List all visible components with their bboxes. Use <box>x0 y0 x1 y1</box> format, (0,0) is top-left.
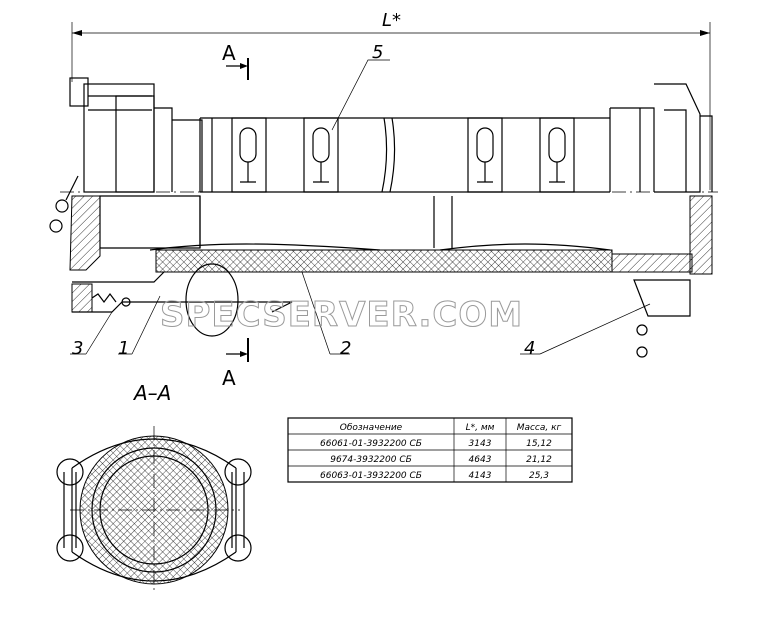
section-mark-bottom: А <box>222 366 236 390</box>
watermark: SPECSERVER.COM <box>160 295 523 335</box>
callout-5: 5 <box>372 42 383 63</box>
table-header-length: L*, мм <box>466 423 495 433</box>
table-header-designation: Обозначение <box>340 423 403 433</box>
table-cell: 66063-01-3932200 СБ <box>320 471 422 481</box>
overall-dimension: L* <box>71 10 711 190</box>
leader-lines <box>70 59 651 355</box>
table-cell: 3143 <box>469 439 492 449</box>
table-cell: 15,12 <box>526 439 552 449</box>
dimension-label: L* <box>382 10 401 31</box>
callout-3: 3 <box>72 338 83 359</box>
table-cell: 25,3 <box>529 471 549 481</box>
callout-1: 1 <box>118 338 129 359</box>
section-title: А–А <box>132 381 171 405</box>
table-cell: 4643 <box>469 455 492 465</box>
spec-table: Обозначение L*, мм Масса, кг 66061-01-39… <box>287 417 573 483</box>
clamp-bands <box>231 117 575 193</box>
table-header-mass: Масса, кг <box>517 423 562 433</box>
callout-4: 4 <box>524 338 535 359</box>
section-view <box>56 426 252 594</box>
table-cell: 4143 <box>469 471 492 481</box>
hose-assembly <box>49 77 718 358</box>
table-cell: 9674-3932200 СБ <box>330 455 412 465</box>
section-mark-top: А <box>222 41 236 65</box>
table-cell: 21,12 <box>526 455 552 465</box>
section-cut-marks: А А <box>222 41 249 390</box>
table-cell: 66061-01-3932200 СБ <box>320 439 422 449</box>
callout-2: 2 <box>340 338 351 359</box>
